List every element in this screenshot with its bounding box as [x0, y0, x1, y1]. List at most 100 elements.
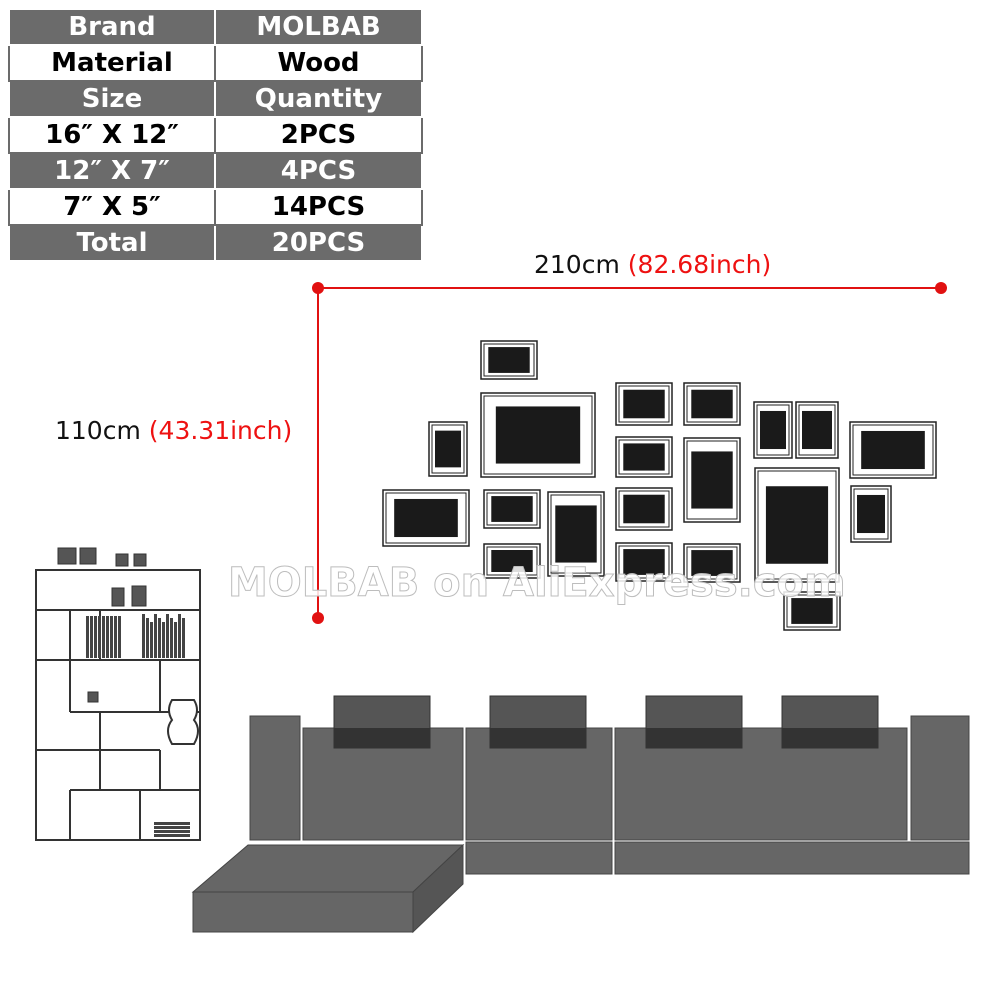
- photo-frame: [483, 543, 541, 579]
- book: [150, 622, 153, 658]
- spec-row: 7″ X 5″14PCS: [8, 188, 423, 226]
- spec-label: Size: [8, 80, 216, 118]
- book: [102, 616, 105, 658]
- width-cm: 210cm: [534, 250, 620, 279]
- frame-photo: [802, 410, 832, 450]
- photo-frame: [850, 485, 892, 543]
- book: [154, 834, 190, 837]
- corner-dot: [312, 282, 324, 294]
- spec-value: 14PCS: [214, 188, 423, 226]
- sofa-pillow-shadow: [334, 728, 430, 748]
- spec-label: 12″ X 7″: [8, 152, 216, 190]
- spec-value: 2PCS: [214, 116, 423, 154]
- width-end-dot: [935, 282, 947, 294]
- frame-photo: [623, 443, 665, 471]
- pot: [79, 547, 97, 565]
- bookshelf-illustration: [35, 547, 201, 841]
- book: [182, 618, 185, 658]
- spec-label: Material: [8, 44, 216, 82]
- frame-photo: [435, 430, 461, 468]
- book: [178, 614, 181, 658]
- frame-inner: [618, 439, 670, 475]
- spec-label: 16″ X 12″: [8, 116, 216, 154]
- frame-photo: [857, 494, 885, 534]
- sofa-pillow-shadow: [782, 728, 878, 748]
- height-inch: (43.31inch): [148, 416, 293, 445]
- frame-photo: [623, 389, 665, 419]
- photo-frame: [683, 543, 741, 583]
- frame-inner: [686, 440, 738, 520]
- frame-inner: [483, 343, 535, 377]
- frame-photo: [495, 406, 581, 464]
- book: [98, 616, 101, 658]
- book: [158, 618, 161, 658]
- frame-photo: [623, 549, 665, 575]
- frame-photo: [691, 550, 733, 576]
- frame-inner: [618, 545, 670, 579]
- spec-value: MOLBAB: [214, 8, 423, 46]
- spec-label: Total: [8, 224, 216, 262]
- frame-inner: [486, 546, 538, 576]
- book: [154, 822, 190, 825]
- frame-photo: [623, 494, 665, 524]
- book: [154, 826, 190, 829]
- pot: [133, 553, 147, 567]
- frame-photo: [555, 505, 597, 563]
- frame-photo: [691, 451, 733, 509]
- frame-photo: [691, 389, 733, 419]
- spec-row: 16″ X 12″2PCS: [8, 116, 423, 154]
- photo-frame: [615, 436, 673, 478]
- spec-row: 12″ X 7″4PCS: [8, 152, 423, 190]
- frame-inner: [486, 492, 538, 526]
- frame-inner: [550, 494, 602, 574]
- book: [174, 622, 177, 658]
- spec-value: Quantity: [214, 80, 423, 118]
- frame-inner: [431, 424, 465, 474]
- height-end-dot: [312, 612, 324, 624]
- photo-frame: [615, 487, 673, 531]
- width-inch: (82.68inch): [627, 250, 772, 279]
- pot: [131, 585, 147, 607]
- photo-frame: [480, 340, 538, 380]
- sofa-cushion: [910, 715, 970, 841]
- frame-inner: [798, 404, 836, 456]
- book: [162, 622, 165, 658]
- frame-inner: [757, 470, 837, 580]
- photo-frame: [783, 591, 841, 631]
- frame-inner: [686, 385, 738, 423]
- frame-photo: [760, 410, 786, 450]
- photo-frame: [795, 401, 839, 459]
- frame-photo: [861, 430, 925, 470]
- sofa-illustration: [191, 695, 970, 934]
- pot: [111, 587, 125, 607]
- frame-inner: [786, 594, 838, 628]
- photo-frame: [849, 421, 937, 479]
- spec-value: 4PCS: [214, 152, 423, 190]
- sofa-cushion: [465, 841, 613, 875]
- book: [106, 616, 109, 658]
- photo-frame: [382, 489, 470, 547]
- dimension-lines: [312, 282, 947, 624]
- book: [86, 616, 89, 658]
- sofa-pillow-shadow: [490, 728, 586, 748]
- vase: [167, 699, 199, 745]
- watermark: MOLBAB on AliExpress.com: [228, 560, 847, 607]
- photo-frame: [547, 491, 605, 577]
- spec-label: Brand: [8, 8, 216, 46]
- frame-photo: [488, 347, 530, 373]
- frame-inner: [852, 424, 934, 476]
- photo-frame: [615, 542, 673, 582]
- height-dimension-label: 110cm (43.31inch): [55, 416, 292, 445]
- book: [170, 618, 173, 658]
- photo-frame: [753, 401, 793, 459]
- photo-frame: [428, 421, 468, 477]
- photo-frame: [754, 467, 840, 583]
- book: [146, 618, 149, 658]
- book: [110, 616, 113, 658]
- book: [90, 616, 93, 658]
- frame-photo: [765, 486, 829, 564]
- spec-value: Wood: [214, 44, 423, 82]
